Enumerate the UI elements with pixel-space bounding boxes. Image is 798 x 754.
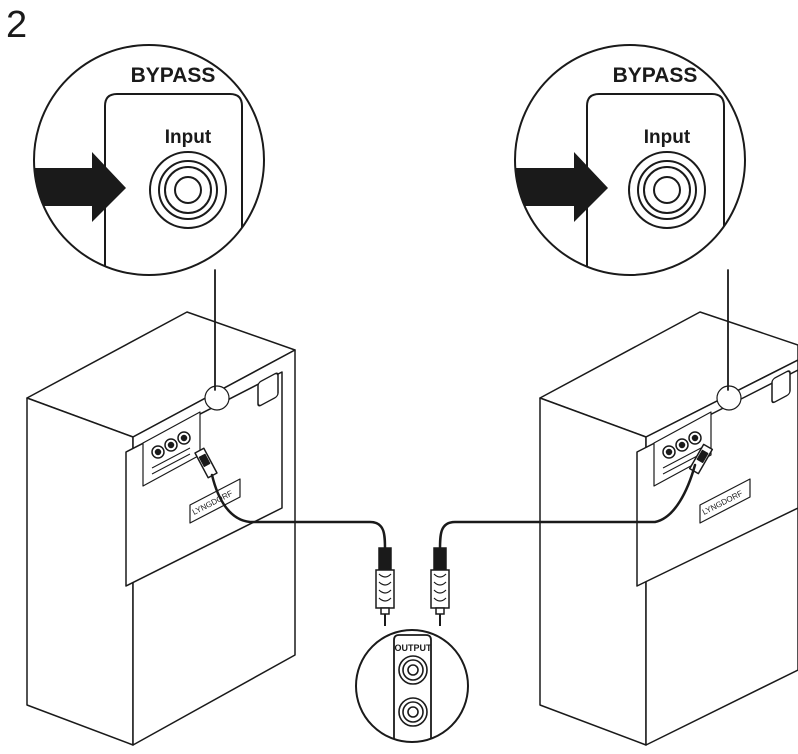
right-power-socket xyxy=(771,370,791,404)
output-label: OUTPUT xyxy=(395,643,433,653)
left-speaker-front xyxy=(26,397,134,746)
output-panel xyxy=(393,634,432,742)
left-logo-plate xyxy=(189,478,241,524)
right-speaker-recess xyxy=(636,369,798,587)
right-logo-plate xyxy=(699,478,751,524)
left-cable xyxy=(210,473,387,552)
left-jack-label: Input xyxy=(165,127,212,148)
left-speaker-recess xyxy=(125,371,283,587)
left-arrow-icon xyxy=(34,152,126,222)
right-speaker-front xyxy=(539,397,647,746)
output-callout: OUTPUT xyxy=(355,629,469,743)
right-callout-title: BYPASS xyxy=(613,64,698,87)
rca-plug-right xyxy=(430,547,450,626)
right-cable xyxy=(438,463,697,552)
right-jack-label: Input xyxy=(644,127,691,148)
right-arrow-icon xyxy=(515,152,608,222)
left-callout-title: BYPASS xyxy=(131,64,216,87)
step-number: 2 xyxy=(6,4,28,46)
left-callout: BYPASS Input xyxy=(33,44,265,276)
left-power-socket xyxy=(257,372,279,407)
left-speaker: LYNGDORF xyxy=(26,311,296,746)
rca-plug-left xyxy=(375,547,395,626)
left-callout-panel xyxy=(104,93,243,275)
output-jack-top-icon xyxy=(398,655,428,685)
left-input-jack-icon xyxy=(149,151,227,229)
right-input-jack-icon xyxy=(628,151,706,229)
output-jack-bottom-icon xyxy=(398,697,428,727)
right-callout: BYPASS Input xyxy=(514,44,746,276)
right-speaker: LYNGDORF xyxy=(539,311,798,746)
right-callout-panel xyxy=(586,93,725,275)
